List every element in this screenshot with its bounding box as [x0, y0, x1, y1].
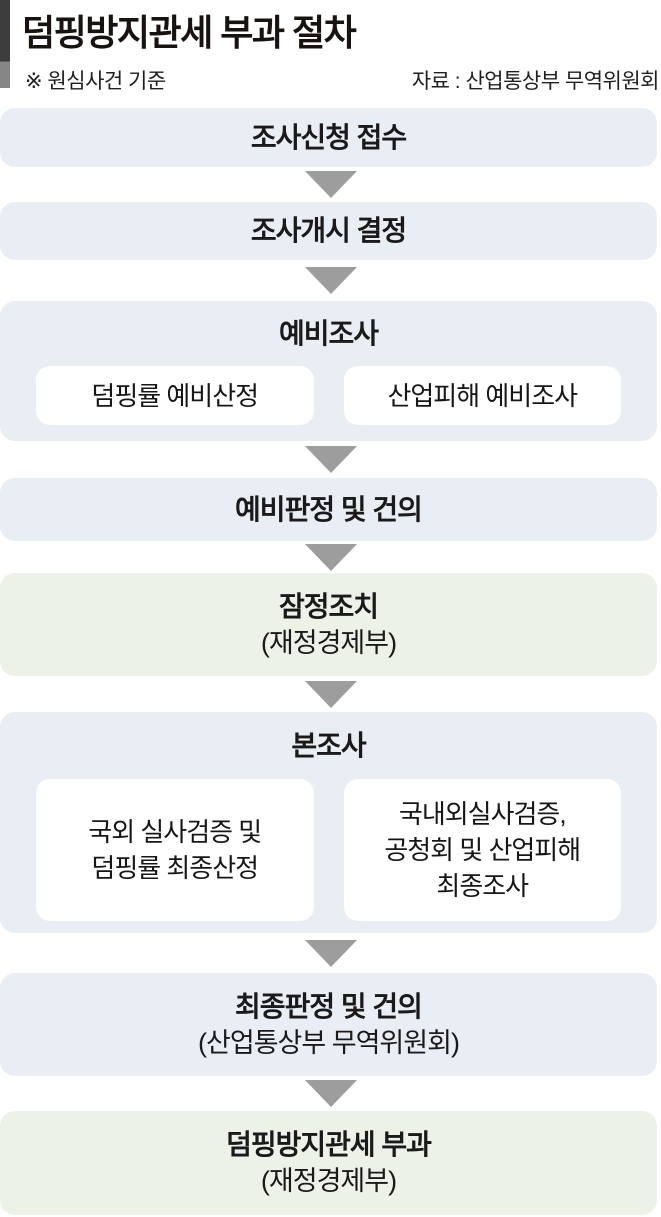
step-label: 최종판정 및 건의 [235, 990, 423, 1022]
down-arrow-icon [304, 171, 357, 198]
down-arrow-icon [304, 939, 357, 967]
step-label: 본조사 [291, 729, 366, 761]
flow-connector [0, 167, 661, 202]
flow-connector [0, 933, 661, 973]
step-investigation-start-decision: 조사개시 결정 [0, 202, 657, 260]
down-arrow-icon [304, 446, 357, 473]
step-label-zone: 예비조사 [36, 301, 621, 366]
step-label: 조사개시 결정 [250, 215, 407, 246]
step-label: 조사신청 접수 [250, 121, 407, 153]
data-source: 자료 : 산업통상부 무역위원회 [411, 70, 660, 93]
step-provisional-measures: 잠정조치 (재정경제부) [0, 573, 657, 676]
sub-step-domestic-verification: 국내외실사검증, 공청회 및 산업피해 최종조사 [343, 779, 621, 921]
step-preliminary-ruling: 예비판정 및 건의 [0, 478, 657, 541]
header: 덤핑방지관세 부과 절차 ※ 원심사건 기준 자료 : 산업통상부 무역위원회 [0, 0, 661, 108]
step-label: 예비조사 [278, 317, 379, 349]
step-preliminary-investigation: 예비조사 덤핑률 예비산정 산업피해 예비조사 [0, 301, 657, 441]
down-arrow-icon [304, 680, 357, 708]
down-arrow-icon [304, 543, 357, 571]
flow-connector [0, 441, 661, 478]
step-label: 예비판정 및 건의 [235, 493, 423, 525]
sub-step-row: 국외 실사검증 및 덤핑률 최종산정 국내외실사검증, 공청회 및 산업피해 최… [36, 779, 621, 921]
page-title: 덤핑방지관세 부과 절차 [22, 12, 357, 53]
step-label: 잠정조치 [278, 590, 379, 622]
header-meta: ※ 원심사건 기준 자료 : 산업통상부 무역위원회 [25, 65, 660, 95]
step-label: 덤핑방지관세 부과 [226, 1129, 432, 1160]
flow-connector [0, 1076, 661, 1111]
sub-step-dumping-rate-preliminary: 덤핑률 예비산정 [36, 366, 314, 425]
step-main-investigation: 본조사 국외 실사검증 및 덤핑률 최종산정 국내외실사검증, 공청회 및 산업… [0, 712, 657, 933]
basis-note: ※ 원심사건 기준 [25, 70, 166, 93]
step-sublabel: (재정경제부) [260, 627, 397, 658]
down-arrow-icon [304, 267, 357, 294]
flowchart: 조사신청 접수 조사개시 결정 예비조사 덤핑률 예비산정 산업피해 예비조사 … [0, 108, 661, 1215]
sub-step-industry-damage-preliminary: 산업피해 예비조사 [343, 366, 621, 425]
sub-step-overseas-verification: 국외 실사검증 및 덤핑률 최종산정 [36, 779, 314, 921]
step-sublabel: (산업통상부 무역위원회) [198, 1027, 460, 1058]
flow-connector [0, 260, 661, 301]
flow-connector [0, 676, 661, 712]
flow-connector [0, 541, 661, 573]
step-application-received: 조사신청 접수 [0, 108, 657, 167]
down-arrow-icon [304, 1080, 357, 1107]
title-accent-bar [0, 0, 10, 88]
step-label-zone: 본조사 [36, 712, 621, 779]
step-final-ruling: 최종판정 및 건의 (산업통상부 무역위원회) [0, 973, 657, 1076]
step-duty-imposition: 덤핑방지관세 부과 (재정경제부) [0, 1111, 657, 1215]
step-sublabel: (재정경제부) [260, 1166, 397, 1196]
sub-step-row: 덤핑률 예비산정 산업피해 예비조사 [36, 366, 621, 425]
